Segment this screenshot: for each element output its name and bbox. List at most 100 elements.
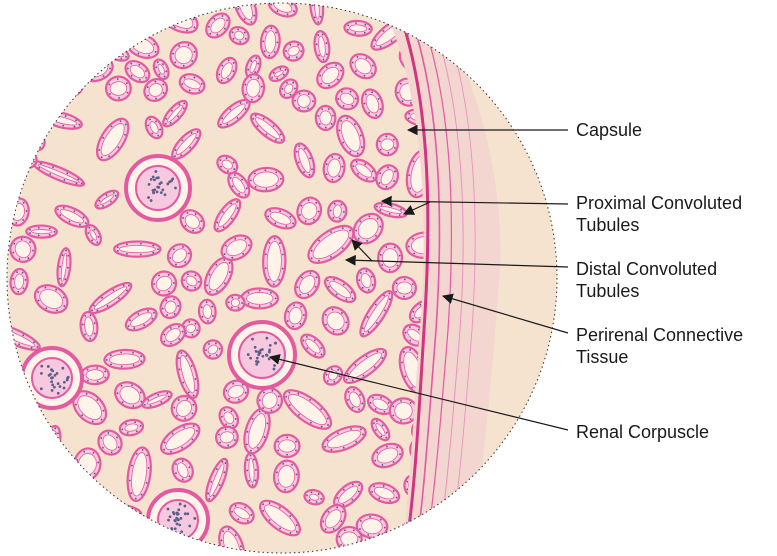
tubule-nucleus	[248, 303, 250, 305]
tubule-nucleus	[259, 290, 261, 292]
glomerular-nucleus	[269, 344, 272, 347]
glomerular-nucleus	[56, 372, 59, 375]
tubule-nucleus	[400, 549, 402, 551]
tubule-nucleus	[96, 60, 98, 62]
glomerular-nucleus	[177, 518, 180, 521]
tubule-nucleus	[259, 305, 261, 307]
tubule-nucleus	[10, 207, 12, 209]
glomerular-nucleus	[51, 389, 54, 392]
glomerular-nucleus	[51, 383, 54, 386]
tubule-lumen	[279, 440, 296, 452]
glomerular-nucleus	[183, 505, 186, 508]
tubule-nucleus	[27, 139, 29, 141]
tubule-nucleus	[286, 436, 288, 438]
tubule-nucleus	[43, 116, 45, 118]
glomerular-nucleus	[184, 512, 187, 515]
glomerular-nucleus	[171, 178, 174, 181]
glomerular-nucleus	[256, 357, 259, 360]
tubule	[241, 288, 278, 308]
tubule-nucleus	[152, 252, 154, 254]
tubule-nucleus	[171, 3, 173, 5]
glomerular-nucleus	[47, 365, 50, 368]
tubule-nucleus	[65, 86, 67, 88]
glomerular-nucleus	[274, 342, 277, 345]
tubule-nucleus	[270, 303, 272, 305]
tubule-nucleus	[113, 507, 115, 509]
tubule-nucleus	[162, 18, 164, 20]
glomerular-nucleus	[66, 379, 69, 382]
tubule-nucleus	[33, 145, 35, 147]
glomerular-nucleus	[251, 338, 254, 341]
tubule-nucleus	[17, 155, 19, 157]
glomerular-nucleus	[169, 515, 172, 518]
tubule-lumen	[397, 282, 413, 295]
glomerular-nucleus	[63, 387, 66, 390]
tubule-nucleus	[112, 55, 114, 57]
tubule-lumen	[31, 229, 52, 233]
tubule-nucleus	[415, 540, 417, 542]
label-distal-convoluted-tubules: Distal Convoluted Tubules	[576, 259, 722, 301]
tubule-nucleus	[392, 406, 394, 408]
glomerular-nucleus	[148, 183, 151, 186]
tubule-nucleus	[75, 79, 77, 81]
tubule-nucleus	[126, 244, 128, 246]
tubule-nucleus	[117, 246, 119, 248]
tubule-lumen	[267, 241, 282, 282]
glomerular-nucleus	[156, 190, 159, 193]
tubule-nucleus	[145, 36, 147, 38]
tubule-nucleus	[184, 9, 186, 11]
glomerular-nucleus	[40, 372, 43, 375]
glomerular-nucleus	[273, 364, 276, 367]
tubule-nucleus	[112, 513, 114, 515]
tubule	[114, 241, 160, 256]
label-renal-corpuscle: Renal Corpuscle	[576, 422, 709, 442]
tubule-lumen	[111, 508, 136, 517]
tubule-nucleus	[48, 455, 50, 457]
tubule-nucleus	[401, 531, 403, 533]
tubule-lumen	[20, 153, 34, 165]
tubule-nucleus	[134, 34, 136, 36]
tubule-nucleus	[44, 113, 46, 115]
tubule-nucleus	[23, 151, 25, 153]
tubule	[105, 76, 131, 101]
labels: Capsule Proximal Convoluted Tubules Dist…	[576, 120, 748, 442]
glomerular-nucleus	[57, 382, 60, 385]
tubule-nucleus	[356, 544, 358, 546]
tubule-nucleus	[140, 243, 142, 245]
glomerular-nucleus	[188, 525, 191, 528]
tubule	[327, 200, 347, 223]
tubule-nucleus	[406, 23, 409, 26]
glomerular-nucleus	[174, 187, 177, 190]
tubule-lumen	[297, 94, 310, 107]
tubule-lumen	[382, 248, 398, 267]
glomerular-nucleus	[147, 196, 150, 199]
glomerular-nucleus	[255, 350, 258, 353]
tubule-nucleus	[295, 441, 297, 443]
tubule	[390, 398, 417, 423]
tubule-nucleus	[31, 154, 33, 156]
tubule-nucleus	[106, 61, 108, 63]
glomerular-nucleus	[153, 188, 156, 191]
tubule-nucleus	[129, 45, 131, 47]
tubule	[81, 365, 109, 384]
tubule-nucleus	[79, 84, 81, 86]
tubule-nucleus	[406, 548, 408, 550]
tubule	[263, 236, 286, 287]
glomerular-nucleus	[51, 376, 54, 379]
glomerular-nucleus	[153, 178, 156, 181]
glomerular-nucleus	[53, 386, 56, 389]
glomerular-nucleus	[154, 170, 157, 173]
tubule-nucleus	[224, 551, 226, 553]
tubule-lumen	[320, 111, 332, 125]
tubule-nucleus	[4, 337, 6, 339]
tubule-lumen	[27, 130, 42, 147]
tubule	[344, 20, 372, 37]
glomerular-nucleus	[180, 517, 183, 520]
glomerular-nucleus	[176, 522, 179, 525]
tubule-nucleus	[427, 516, 429, 518]
tubule-nucleus	[133, 516, 135, 518]
glomerular-nucleus	[177, 512, 180, 515]
tubule-nucleus	[106, 50, 108, 52]
glomerular-nucleus	[261, 355, 264, 358]
